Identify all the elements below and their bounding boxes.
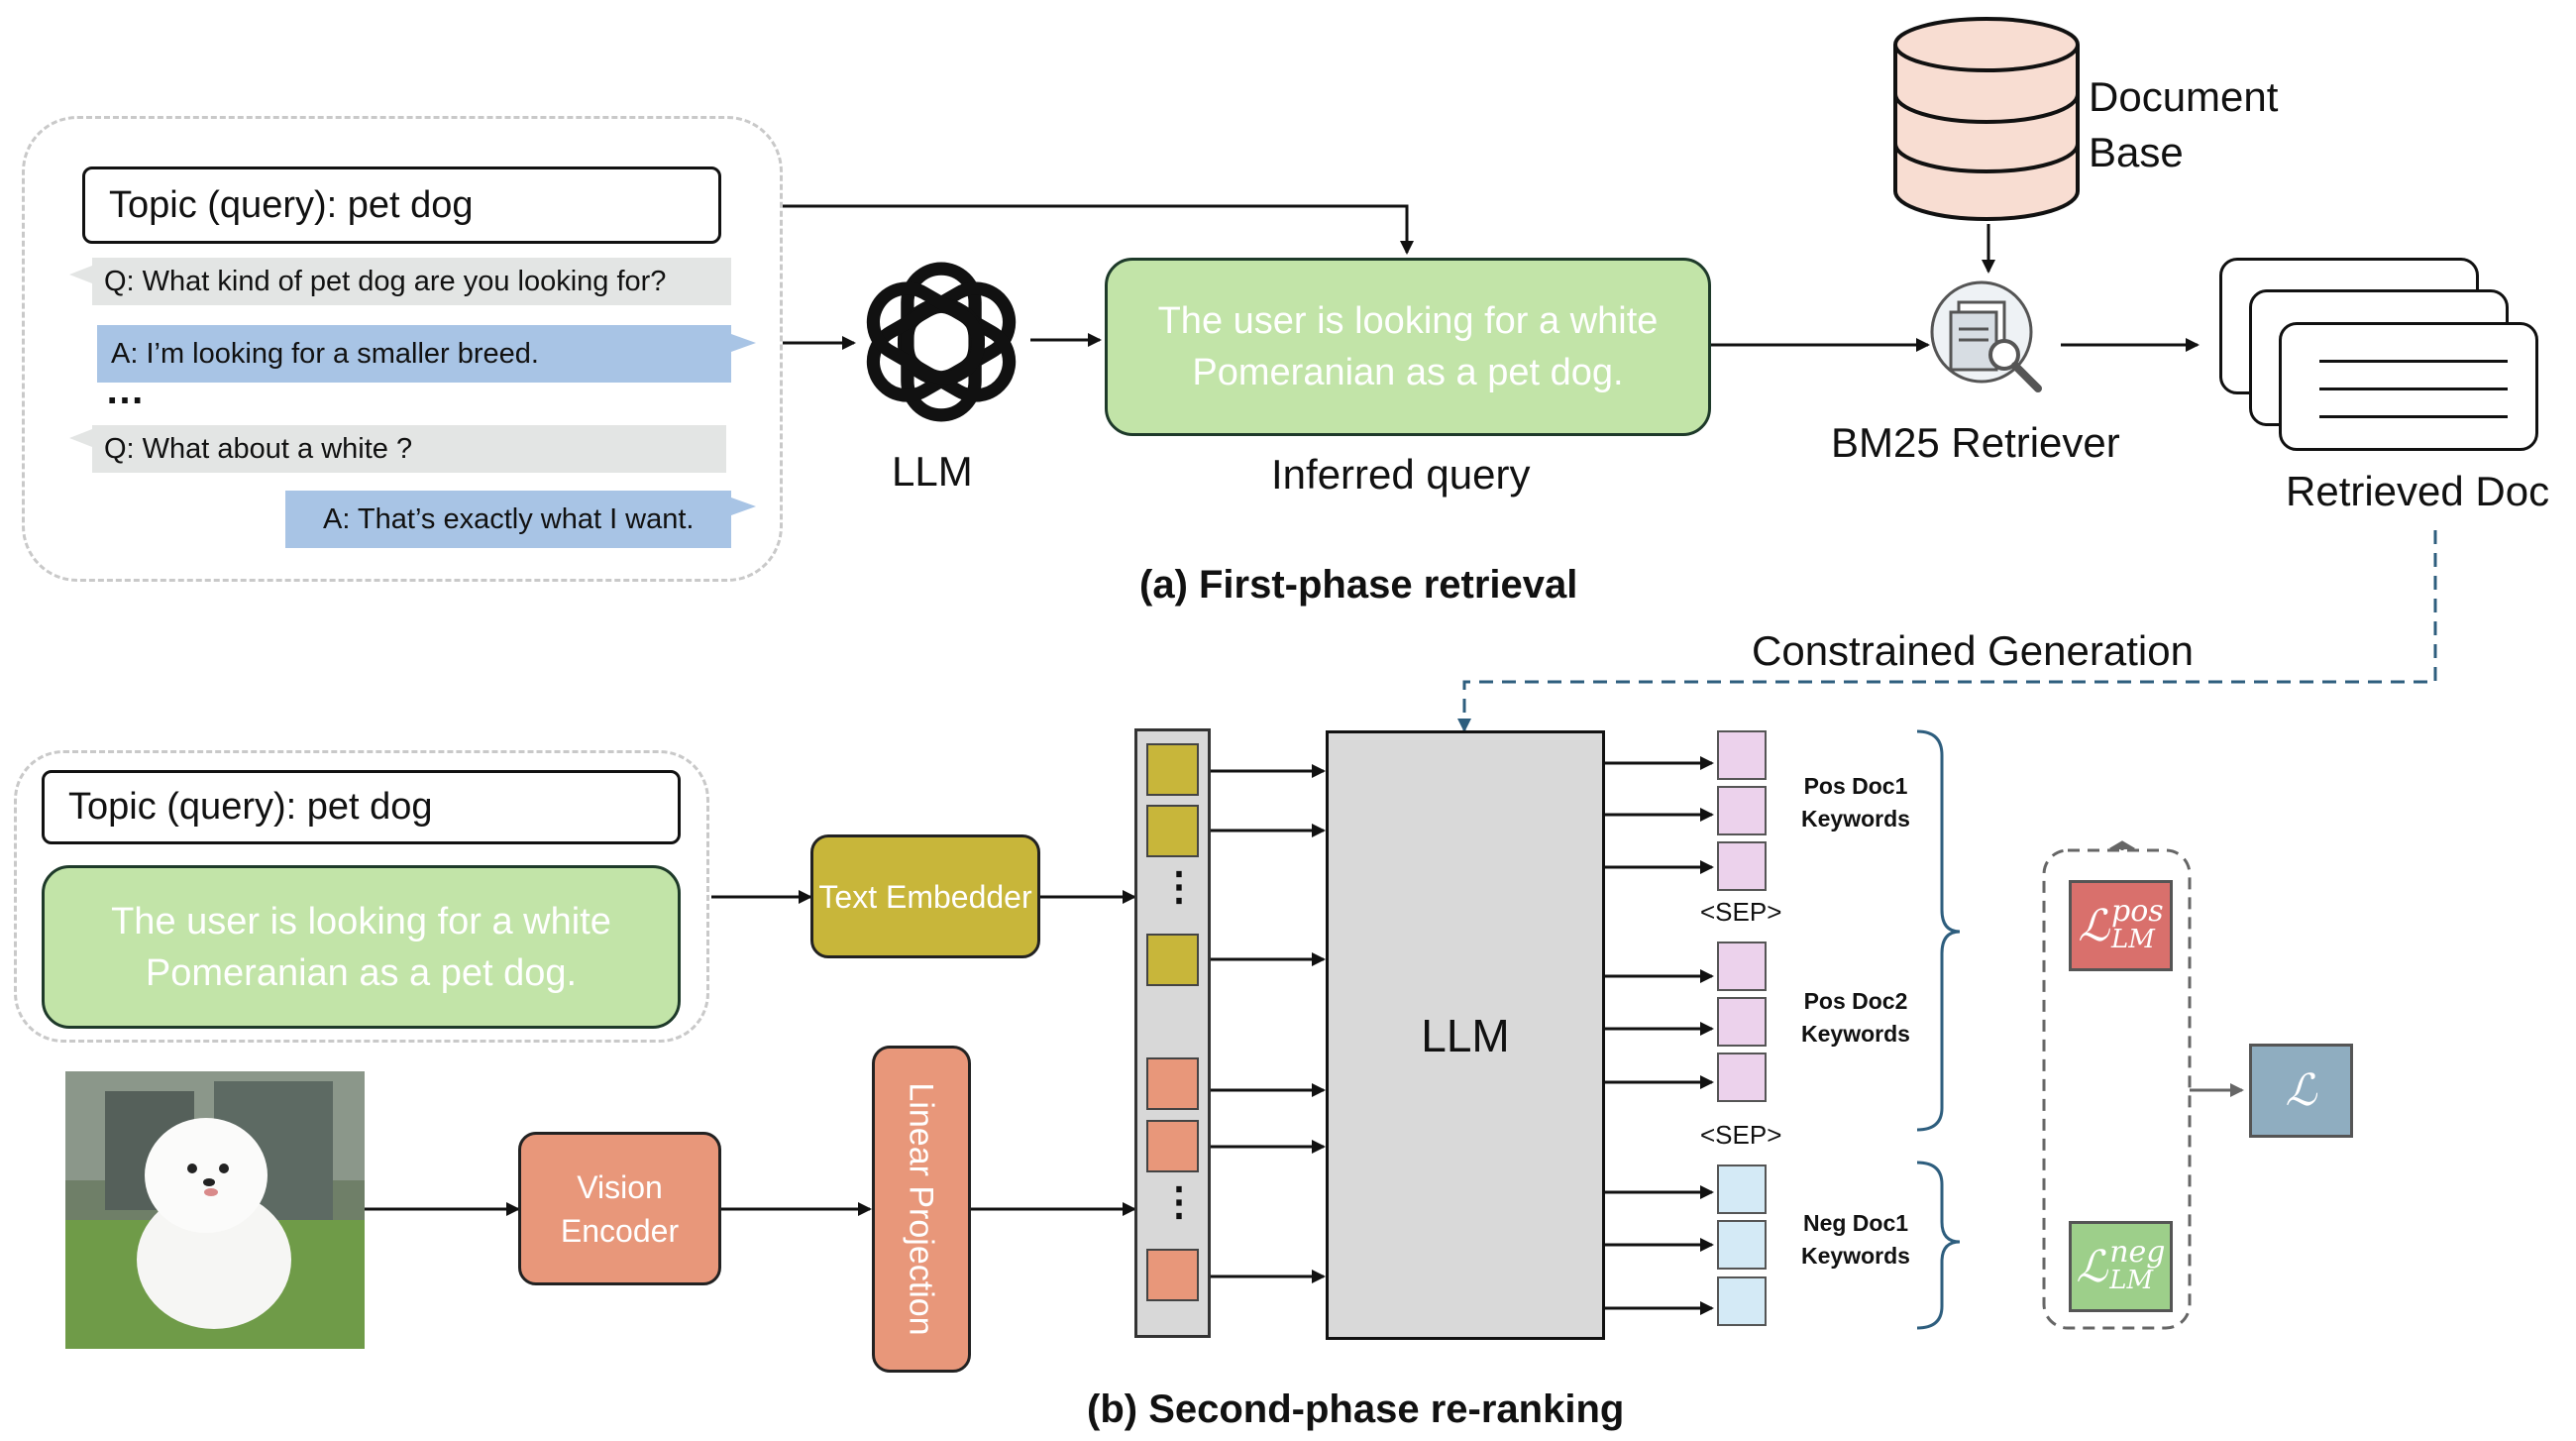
loss-superscript: neg — [2109, 1235, 2166, 1270]
document-line — [2319, 415, 2508, 418]
constrained-generation-label: Constrained Generation — [1752, 627, 2194, 674]
text-token — [1146, 934, 1199, 986]
image-token — [1146, 1249, 1199, 1301]
loss-group-arrowhead — [2109, 840, 2135, 851]
linear-projection-box: Linear Projection — [872, 1046, 971, 1373]
pos-doc1-keywords-label: Pos Doc1 Keywords — [1801, 773, 1910, 831]
inferred-query-box-b: The user is looking for a white Pomerani… — [42, 865, 681, 1029]
document-card-front — [2279, 322, 2538, 451]
loss-subscript: LM — [2109, 1266, 2154, 1295]
dialogue-answer-2: A: That’s exactly what I want. — [285, 491, 731, 548]
document-line — [2319, 360, 2508, 363]
pos-doc2-token — [1717, 997, 1767, 1047]
dialogue-question-1: Q: What kind of pet dog are you looking … — [92, 258, 731, 305]
image-token — [1146, 1120, 1199, 1172]
bubble-tail — [69, 266, 92, 283]
document-stack-icon — [2219, 258, 2546, 456]
topic-to-inferred-arrow — [721, 204, 1414, 255]
document-line — [2319, 388, 2508, 390]
total-loss-box: ℒ — [2249, 1044, 2353, 1138]
dialogue-ellipsis: … — [105, 369, 145, 412]
document-base-label: Document Base — [2089, 73, 2279, 175]
pos-doc1-token — [1717, 841, 1767, 891]
inferred-query-box: The user is looking for a white Pomerani… — [1105, 258, 1711, 436]
pos-doc1-token — [1717, 786, 1767, 835]
vision-encoder-box: Vision Encoder — [518, 1132, 721, 1285]
image-token — [1146, 1057, 1199, 1110]
chatgpt-logo-icon — [866, 262, 1017, 422]
pos-doc2-token — [1717, 1053, 1767, 1102]
llm-block: LLM — [1326, 730, 1605, 1340]
pos-doc2-keywords-label: Pos Doc2 Keywords — [1801, 988, 1910, 1047]
database-icon — [1893, 17, 2080, 221]
neg-brace — [1916, 1161, 1961, 1330]
text-token-ellipsis: ⋮ — [1159, 865, 1199, 909]
neg-doc1-keywords-label: Neg Doc1 Keywords — [1801, 1210, 1910, 1269]
dialogue-answer-1: A: I’m looking for a smaller breed. — [97, 325, 731, 383]
phase-a-title: (a) First-phase retrieval — [1139, 563, 1578, 607]
neg-doc1-token — [1717, 1276, 1767, 1326]
pos-doc2-token — [1717, 942, 1767, 991]
topic-query-box: Topic (query): pet dog — [82, 166, 721, 244]
text-token — [1146, 805, 1199, 857]
loss-subscript: LM — [2111, 925, 2155, 954]
pos-doc1-token — [1717, 730, 1767, 780]
phase-b-arrows — [365, 756, 1714, 1315]
pos-lm-loss-box: ℒ pos LM — [2069, 880, 2173, 971]
bubble-tail — [731, 498, 756, 515]
image-token-ellipsis: ⋮ — [1159, 1180, 1199, 1224]
llm-label: LLM — [892, 448, 973, 495]
topic-query-box-b: Topic (query): pet dog — [42, 770, 681, 844]
bubble-tail — [731, 334, 756, 352]
neg-doc1-token — [1717, 1164, 1767, 1214]
keyword-braces — [1916, 729, 1961, 1330]
constrained-generation-arrow — [1457, 530, 2437, 732]
sep-token-1: <SEP> — [1700, 897, 1782, 927]
text-token — [1146, 743, 1199, 796]
retriever-label: BM25 Retriever — [1831, 419, 2120, 466]
bubble-tail — [69, 429, 92, 447]
retrieved-doc-label: Retrieved Doc — [2286, 468, 2550, 514]
text-embedder-box: Text Embedder — [810, 834, 1040, 958]
pos-brace — [1916, 729, 1961, 1132]
loss-symbol: ℒ — [2078, 900, 2110, 951]
document-search-icon — [1930, 280, 2042, 392]
loss-symbol: ℒ — [2076, 1241, 2108, 1292]
inferred-query-label: Inferred query — [1271, 451, 1531, 498]
pomeranian-photo — [65, 1071, 365, 1349]
loss-dashed-group — [2042, 848, 2192, 1330]
sep-token-2: <SEP> — [1700, 1120, 1782, 1150]
neg-doc1-token — [1717, 1220, 1767, 1270]
phase-b-title: (b) Second-phase re-ranking — [1087, 1387, 1625, 1431]
loss-superscript: pos — [2111, 894, 2164, 929]
neg-lm-loss-box: ℒ neg LM — [2069, 1221, 2173, 1312]
dialogue-question-2: Q: What about a white ? — [92, 425, 726, 473]
linear-projection-label: Linear Projection — [903, 1082, 940, 1336]
phase-a-arrows — [721, 204, 2200, 352]
